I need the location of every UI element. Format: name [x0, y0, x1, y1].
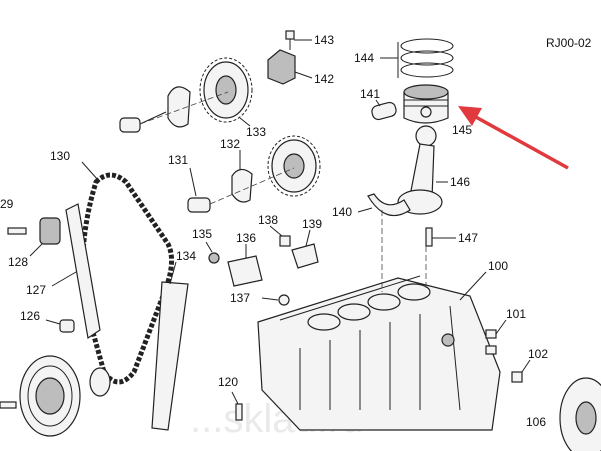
part-137-bolt	[261, 294, 290, 306]
part-144-piston-rings	[380, 38, 454, 78]
red-arrow-pointer	[458, 106, 569, 170]
callout-101: 101	[506, 307, 526, 321]
callout-145: 145	[452, 123, 472, 137]
part-143-bolt	[285, 30, 312, 50]
callout-147: 147	[458, 231, 478, 245]
leader-133	[239, 117, 251, 127]
callout-106: 106	[526, 415, 546, 429]
callout-129: 29	[0, 197, 14, 211]
part-126-bolt	[45, 319, 75, 333]
part-120-bolt	[231, 391, 243, 421]
part-142-bracket	[267, 49, 313, 85]
callout-144: 144	[354, 51, 374, 65]
part-crankshaft-pulley	[19, 355, 81, 437]
callout-127: 127	[26, 283, 46, 297]
part-129-bolt	[7, 227, 27, 235]
part-145-piston	[403, 84, 449, 124]
part-140-rod-cap	[357, 193, 411, 217]
callout-143: 143	[314, 33, 334, 47]
part-147-rod-bolt	[425, 227, 456, 247]
part-135-bolt	[205, 241, 220, 264]
part-131-bolt-upper	[119, 111, 167, 133]
part-128-tensioner	[29, 217, 61, 257]
part-132-sprocket-shield	[231, 150, 253, 203]
callout-141: 141	[360, 87, 380, 101]
part-136-sensor	[227, 244, 263, 287]
callout-128: 128	[8, 255, 28, 269]
part-133-camshaft-actuator-upper	[199, 57, 253, 123]
axis-upper	[139, 91, 229, 125]
reference-code: RJ00-02	[546, 36, 592, 50]
part-141-piston-pin	[371, 99, 397, 121]
leader-130	[81, 161, 99, 181]
axis-lower	[209, 167, 295, 205]
callout-132: 132	[220, 137, 240, 151]
callout-142: 142	[314, 72, 334, 86]
callout-102: 102	[528, 347, 548, 361]
part-sprocket-shield-upper	[167, 86, 191, 128]
part-131-bolt-lower	[187, 167, 211, 213]
part-106-flywheel	[559, 377, 601, 451]
part-101-bolts	[485, 319, 507, 355]
callout-133: 133	[246, 125, 266, 139]
callout-138: 138	[258, 213, 278, 227]
callout-126: 126	[20, 309, 40, 323]
part-138-bolt	[269, 225, 291, 247]
part-133-camshaft-actuator-lower	[267, 135, 321, 197]
callout-140: 140	[332, 205, 352, 219]
callout-139: 139	[302, 217, 322, 231]
part-127-chain-guide	[51, 203, 101, 340]
callout-135: 135	[192, 227, 212, 241]
part-front-bolt	[0, 401, 17, 409]
callout-136: 136	[236, 231, 256, 245]
callout-100: 100	[488, 259, 508, 273]
part-134-chain-guide	[151, 261, 189, 431]
callout-120: 120	[218, 375, 238, 389]
part-139-bracket	[291, 229, 319, 269]
part-crankshaft-sprocket	[89, 367, 111, 397]
callout-146: 146	[450, 175, 470, 189]
callout-134: 134	[176, 249, 196, 263]
part-100-engine-block	[257, 271, 501, 431]
callout-130: 130	[50, 149, 70, 163]
callout-131: 131	[168, 153, 188, 167]
part-102-bolt	[511, 359, 531, 383]
callout-137: 137	[230, 291, 250, 305]
part-146-connecting-rod	[397, 125, 448, 215]
